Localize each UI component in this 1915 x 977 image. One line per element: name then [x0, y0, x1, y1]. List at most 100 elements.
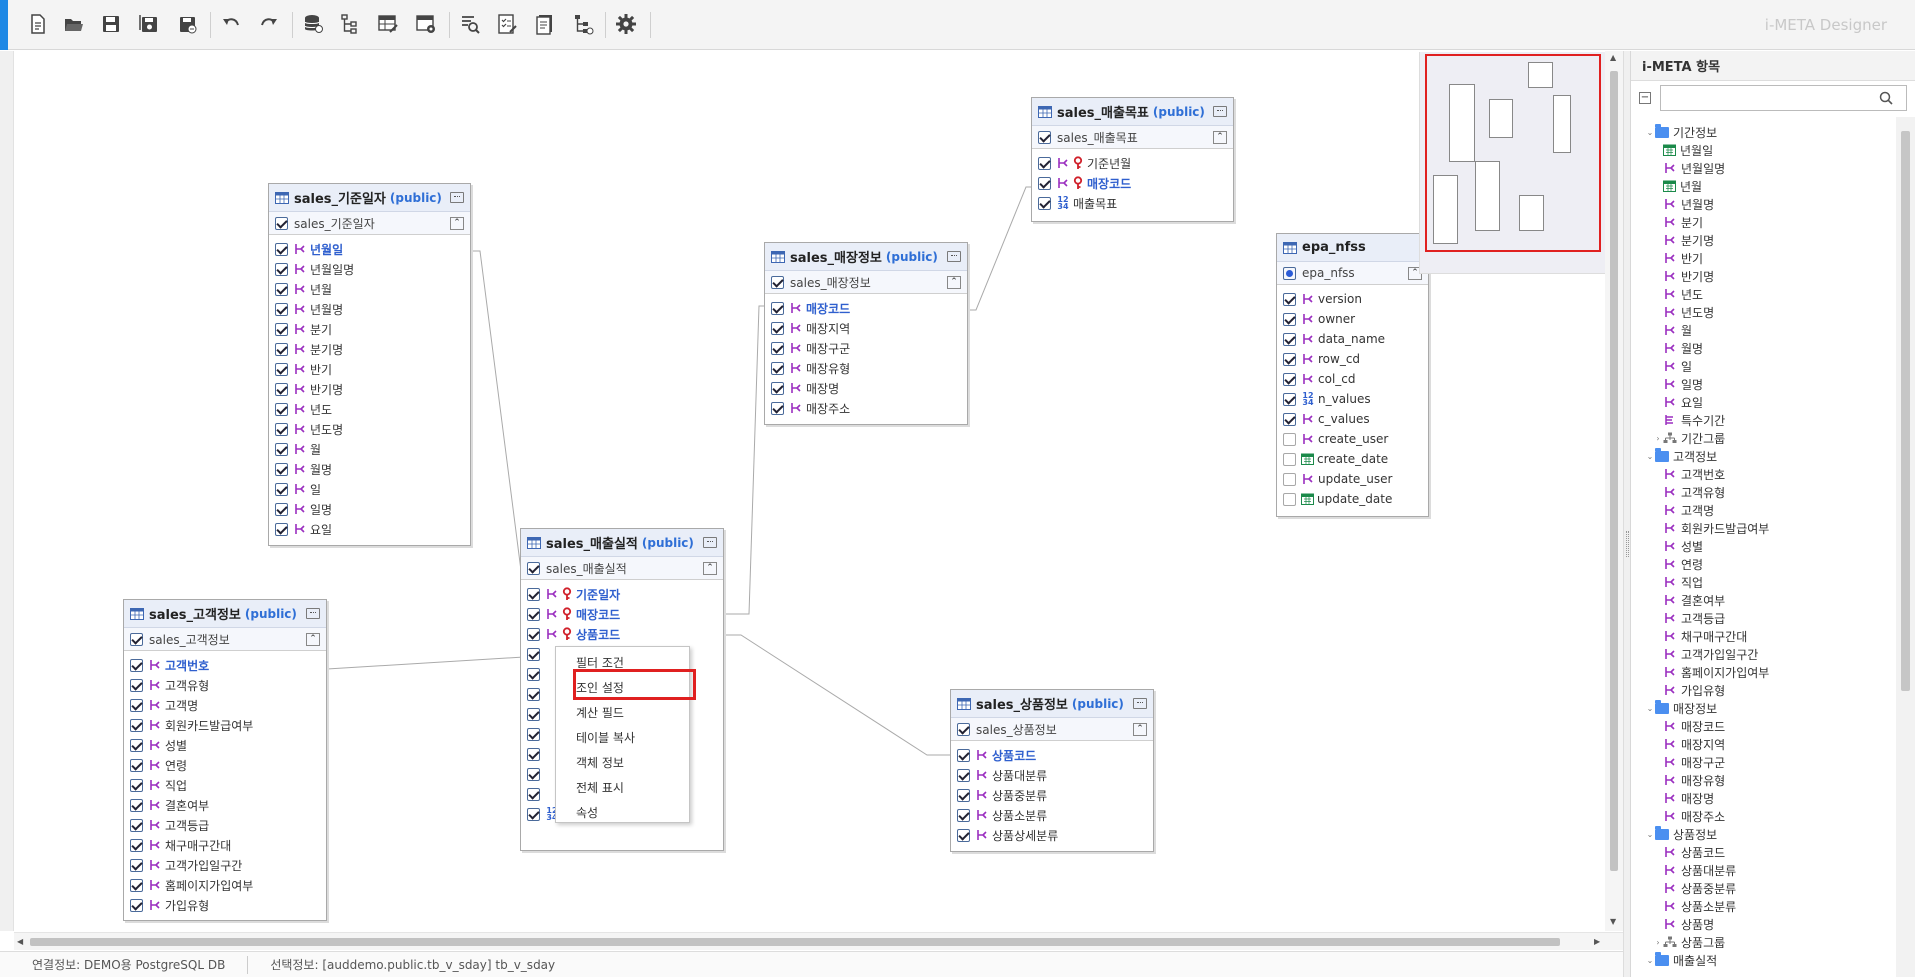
tree-item[interactable]: 매장코드 [1631, 717, 1891, 735]
column-checkbox[interactable] [527, 687, 540, 701]
column-row[interactable]: 고객명 [130, 695, 320, 715]
column-row[interactable] [527, 704, 717, 724]
column-row[interactable]: 요일 [275, 519, 464, 539]
column-row[interactable]: 매장구군 [771, 338, 961, 358]
column-row[interactable]: 년월일명 [275, 259, 464, 279]
column-row[interactable]: 일명 [275, 499, 464, 519]
undo-icon[interactable] [217, 10, 245, 38]
column-checkbox[interactable] [275, 282, 288, 296]
column-checkbox[interactable] [527, 807, 540, 821]
table-select-checkbox[interactable] [957, 722, 970, 736]
column-row[interactable] [527, 784, 717, 804]
tree-folder[interactable]: ⌄고객정보 [1631, 447, 1891, 465]
column-row[interactable]: 고객등급 [130, 815, 320, 835]
column-checkbox[interactable] [1283, 472, 1296, 486]
column-checkbox[interactable] [275, 302, 288, 316]
collapse-icon[interactable]: ⌃ [1213, 130, 1227, 144]
column-row[interactable]: 매장지역 [771, 318, 961, 338]
tree-item[interactable]: 매장유형 [1631, 771, 1891, 789]
table-header[interactable]: sales_기준일자(public) [269, 184, 470, 212]
tree-item[interactable]: 월명 [1631, 339, 1891, 357]
document-icon[interactable] [531, 10, 559, 38]
column-checkbox[interactable] [1283, 412, 1296, 426]
tree-item[interactable]: ›상품그룹 [1631, 933, 1891, 951]
collapse-icon[interactable]: ⌃ [703, 561, 717, 575]
column-checkbox[interactable] [1283, 492, 1296, 506]
tree-item[interactable]: 상품중분류 [1631, 879, 1891, 897]
column-row[interactable]: 연령 [130, 755, 320, 775]
column-checkbox[interactable] [957, 748, 970, 762]
minimap[interactable] [1419, 52, 1625, 274]
column-row[interactable]: owner [1283, 309, 1422, 329]
column-row[interactable] [527, 664, 717, 684]
tree-item[interactable]: 상품대분류 [1631, 861, 1891, 879]
table-header[interactable]: sales_매출목표(public) [1032, 98, 1233, 126]
query-icon[interactable] [456, 10, 484, 38]
column-row[interactable]: 년월명 [275, 299, 464, 319]
column-checkbox[interactable] [771, 321, 784, 335]
tree-item[interactable]: 상품소분류 [1631, 897, 1891, 915]
column-row[interactable]: 결혼여부 [130, 795, 320, 815]
tree-item[interactable]: 분기명 [1631, 231, 1891, 249]
column-checkbox[interactable] [130, 678, 143, 692]
column-row[interactable]: 홈페이지가입여부 [130, 875, 320, 895]
tree-item[interactable]: 특수기간 [1631, 411, 1891, 429]
column-checkbox[interactable] [527, 607, 540, 621]
column-row[interactable]: 상품상세분류 [957, 825, 1147, 845]
tree-item[interactable]: 매장주소 [1631, 807, 1891, 825]
column-checkbox[interactable] [1283, 332, 1296, 346]
tree-item[interactable]: 년월일명 [1631, 159, 1891, 177]
table-select-checkbox[interactable] [771, 275, 784, 289]
context-menu-item[interactable]: 조인 설정 [576, 681, 624, 695]
column-checkbox[interactable] [130, 778, 143, 792]
scroll-up-icon[interactable]: ▲ [1610, 53, 1617, 62]
column-row[interactable]: update_user [1283, 469, 1422, 489]
tree-item[interactable]: 고객가입일구간 [1631, 645, 1891, 663]
table-options-icon[interactable] [306, 608, 320, 619]
tree-icon[interactable] [336, 10, 364, 38]
table-options-icon[interactable] [1133, 698, 1147, 709]
collapse-icon[interactable]: ⌃ [450, 216, 464, 230]
column-row[interactable]: 채구매구간대 [130, 835, 320, 855]
column-checkbox[interactable] [1283, 452, 1296, 466]
table-select-radio[interactable] [1283, 266, 1296, 280]
canvas-vertical-scrollbar[interactable]: ▲ ▼ [1605, 51, 1623, 931]
column-checkbox[interactable] [130, 898, 143, 912]
column-row[interactable]: row_cd [1283, 349, 1422, 369]
column-checkbox[interactable] [275, 342, 288, 356]
column-checkbox[interactable] [275, 402, 288, 416]
tree-item[interactable]: 반기명 [1631, 267, 1891, 285]
table-select-checkbox[interactable] [275, 216, 288, 230]
column-checkbox[interactable] [1038, 176, 1051, 190]
tree-item[interactable]: 홈페이지가입여부 [1631, 663, 1891, 681]
column-row[interactable] [527, 764, 717, 784]
tree-item[interactable]: 회원카드발급여부 [1631, 519, 1891, 537]
column-row[interactable]: 상품대분류 [957, 765, 1147, 785]
column-checkbox[interactable] [957, 828, 970, 842]
hierarchy-icon[interactable] [569, 10, 597, 38]
tree-item[interactable]: 매장지역 [1631, 735, 1891, 753]
collapse-icon[interactable]: ⌃ [1133, 722, 1147, 736]
column-row[interactable]: 매장코드 [1038, 173, 1227, 193]
column-row[interactable]: version [1283, 289, 1422, 309]
column-checkbox[interactable] [130, 758, 143, 772]
tree-item[interactable]: ›기간그룹 [1631, 429, 1891, 447]
column-row[interactable]: 년도명 [275, 419, 464, 439]
column-checkbox[interactable] [1038, 156, 1051, 170]
column-checkbox[interactable] [527, 707, 540, 721]
column-checkbox[interactable] [130, 838, 143, 852]
column-row[interactable]: 고객번호 [130, 655, 320, 675]
column-checkbox[interactable] [130, 698, 143, 712]
column-row[interactable] [527, 684, 717, 704]
column-row[interactable]: 반기 [275, 359, 464, 379]
column-checkbox[interactable] [275, 322, 288, 336]
collapse-icon[interactable]: ⌃ [947, 275, 961, 289]
expand-icon[interactable]: ⌄ [1646, 829, 1654, 839]
column-row[interactable]: 상품중분류 [957, 785, 1147, 805]
tree-item[interactable]: 분기 [1631, 213, 1891, 231]
table-header[interactable]: sales_매출실적(public) [521, 529, 723, 557]
column-checkbox[interactable] [1283, 392, 1296, 406]
